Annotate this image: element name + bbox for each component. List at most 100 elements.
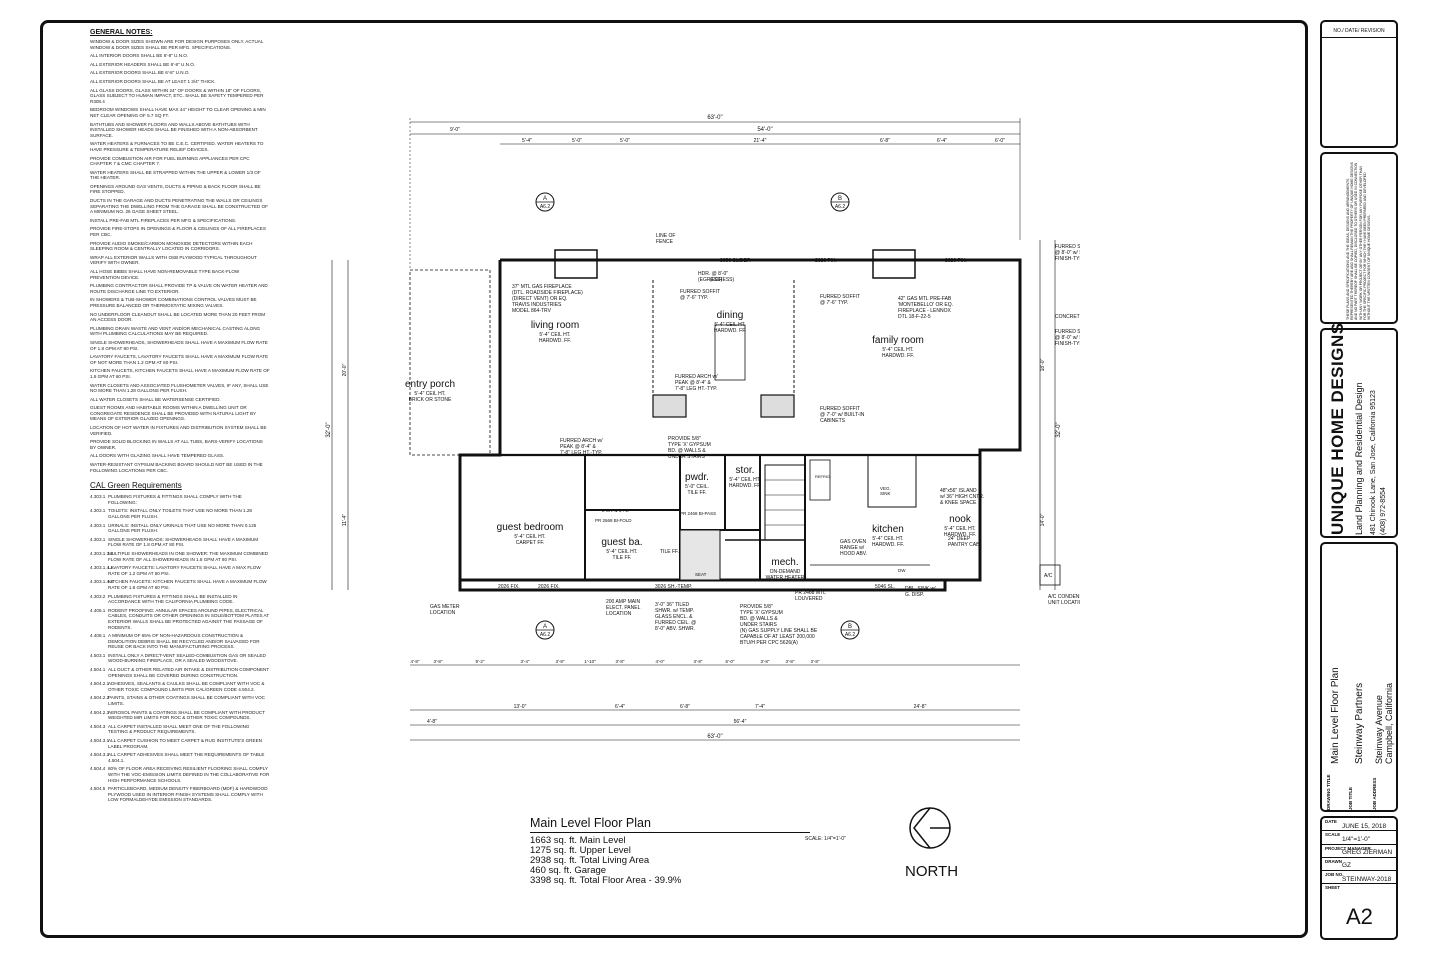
callout-slider: 3056 SLIDER [720,258,751,264]
job-no-label: JOB NO. [1325,872,1344,878]
callout-furred-arch-hall: FURRED ARCH w/ [560,438,603,444]
callout-elect-panel: ELECT. PANEL [606,605,641,611]
callout-veg-sink: SINK [880,491,891,496]
pm-value: GREG ZIERMAN [1342,849,1393,857]
room-detail: HARDWD. FF. [882,353,914,359]
room-detail: 5'-4" CEIL HT. [539,332,570,338]
section-marker-sheet: A6.2 [845,632,856,638]
section-marker-sheet: A6.2 [540,204,551,210]
cal-green-code: 4.504.1 [90,667,106,673]
general-note: PLUMBING CONTRACTOR SHALL PROVIDE TP & V… [90,283,268,294]
scale-label: SCALE [1325,832,1341,838]
general-note: ALL INTERIOR DOORS SHALL BE 6'-8" U.N.O. [90,53,189,59]
sheet-label: SHEET [1325,885,1341,891]
general-note: ALL WATER CLOSETS SHALL BE WATERSENSE CE… [90,396,221,402]
plan-title-block: Main Level Floor Plan 1663 sq. ft. Main … [530,816,810,886]
dim-bottom-segment: 3'-8" [556,659,565,664]
room-detail: 5'-4" CEIL HT. [714,322,745,328]
callout-fireplace-living: MODEL 864-TRV [512,308,552,314]
dim-top-segment: 21'-4" [754,138,767,144]
callout-type-x-stairs: PROVIDE 5/8" [668,436,701,442]
room-name: family room [872,335,924,346]
callout-line-of-fence: LINE OF [656,233,675,239]
general-note: LAVATORY FAUCETS, LAVATORY FAUCETS SHALL… [90,354,269,365]
cal-green-text: PARTICLEBOARD, MEDIUM DENSITY FIBERBOARD… [108,786,268,803]
room-detail: 5'-4" CEIL HT. [882,347,913,353]
callout-type-x-stairs: BD. @ WALLS & [668,448,706,454]
cal-green-text: ALL DUCT & OTHER RELATED AIR INTAKE & DI… [108,667,270,678]
callout-furred-arch-hall: 7'-8" LEG HT.-TYP. [560,450,602,456]
callout-dbl-sink: DBL. SINK w/ [905,586,936,592]
pm-label: PROJECT MANAGER [1325,845,1371,851]
room-name: pwdr. [685,472,709,483]
job-address-line1: Steinway Avenue [1374,695,1384,764]
callout-tile-ff: TILE FF. [660,549,679,555]
callout-hdr: (EGRESS) [698,277,723,283]
drawing-title-label: DRAWING TITLE [1326,774,1331,811]
callout-furred-soffit-ext-2: @ 8'-0" w/ STUCCO [1055,335,1080,341]
callout-refrig: REFRIG. [815,474,831,479]
callout-fireplace-family: DTL 18-F-22-5 [898,314,931,320]
general-note: WATER HEATERS & FURNACES TO BE C.E.C. CE… [90,141,264,152]
general-note: PLUMBING DRAIN WASTE AND VENT AND/OR MEC… [90,325,261,337]
room-detail: ON-DEMAND [770,569,801,575]
section-marker-letter: A [543,196,547,202]
callout-island: w/ 36" HIGH CNTR. [940,494,984,500]
room-name: guest bedroom [497,522,564,533]
section-marker-sheet: A6.2 [540,632,551,638]
callout-hdr: HDR. @ 8'-0" [698,271,728,277]
callout-gas-oven: GAS OVEN [840,539,867,545]
general-note: OPENINGS AROUND GAS VENTS, DUCTS & PIPIN… [90,183,261,195]
general-note: GUEST ROOMS AND HABITABLE ROOMS WITHIN A… [90,405,257,422]
room-name: mech. [771,557,798,568]
callout-type-x-stairs-2: TYPE 'X' GYPSUM [740,610,783,616]
room-detail: TILE FF. [688,490,707,496]
room-detail: 5'-4" CEIL HT. [606,549,637,555]
callout-furred-soffit-1: FURRED SOFFIT [680,289,720,295]
sheet-number: A2 [1346,904,1373,929]
cal-green-code: 4.504.2.2 [90,695,110,701]
general-note: BATHTUBS AND SHOWER FLOORS AND WALLS ABO… [90,121,258,138]
disclaimer-block: THESE PLANS AND SPECIFICATIONS AND THE I… [1320,152,1398,324]
callout-fixed-top-2: 2026 FIX. [945,258,967,264]
cal-green-code: 4.504.2.1 [90,681,110,687]
callout-tiled-shower: SHWR. w/ TEMP. [655,608,694,614]
room-detail: HARDWD. FF. [729,483,761,489]
cal-green-text: PAINTS, STAINS & OTHER COATINGS SHALL BE… [108,695,265,707]
callout-furred-soffit-ext-2: FINISH-TYP. [1055,341,1080,347]
dim-top-segment: 5'-0" [572,138,582,144]
area-line: 2938 sq. ft. Total Living Area [530,855,650,866]
dim-top-left: 9'-0" [450,127,460,133]
dim-right-upper: 18'-0" [1040,358,1046,371]
cal-green-code: 4.303.2 [90,593,106,599]
room-detail: 5'-4" CEIL HT. [944,526,975,532]
dim-bottom-segment-2: 7'-4" [755,704,765,710]
callout-pantry: PANTRY CAB. [948,542,981,548]
cal-green-text: AEROSOL PAINTS & COATINGS SHALL BE COMPL… [108,709,265,721]
dim-right-lower: 14'-0" [1040,513,1046,526]
firm-name: UNIQUE HOME DESIGNS [1328,322,1347,535]
date-value: JUNE 15, 2018 [1342,822,1387,830]
date-label: DATE [1325,819,1337,824]
plan-title: Main Level Floor Plan [530,816,810,833]
callout-tiled-shower: 3'-0" 36" TILED [655,602,690,608]
cal-green-text: ALL CARPET CUSHION TO MEET CARPET & RUG … [108,738,262,749]
callout-furred-soffit-ext-2: FURRED SOFFIT [1055,329,1080,335]
dim-bottom-segment: 6'-0" [726,659,735,664]
callout-type-x-stairs-2: BD. @ WALLS & [740,616,778,622]
callout-furred-soffit-builtin: FURRED SOFFIT [820,406,860,412]
cal-green-text: RODENT PROOFING: ANNULAR SPACES AROUND P… [108,607,269,630]
callout-gas-oven: RANGE w/ [840,545,865,551]
dim-bottom-segment: 3'-8" [761,659,770,664]
cal-green-code: 4.303.1.4.4 [90,579,113,585]
cal-green-code: 4.303.1 [90,522,106,528]
callout-dw: DW [898,568,906,573]
room-detail: 5'-4" CEIL HT. [872,536,903,542]
